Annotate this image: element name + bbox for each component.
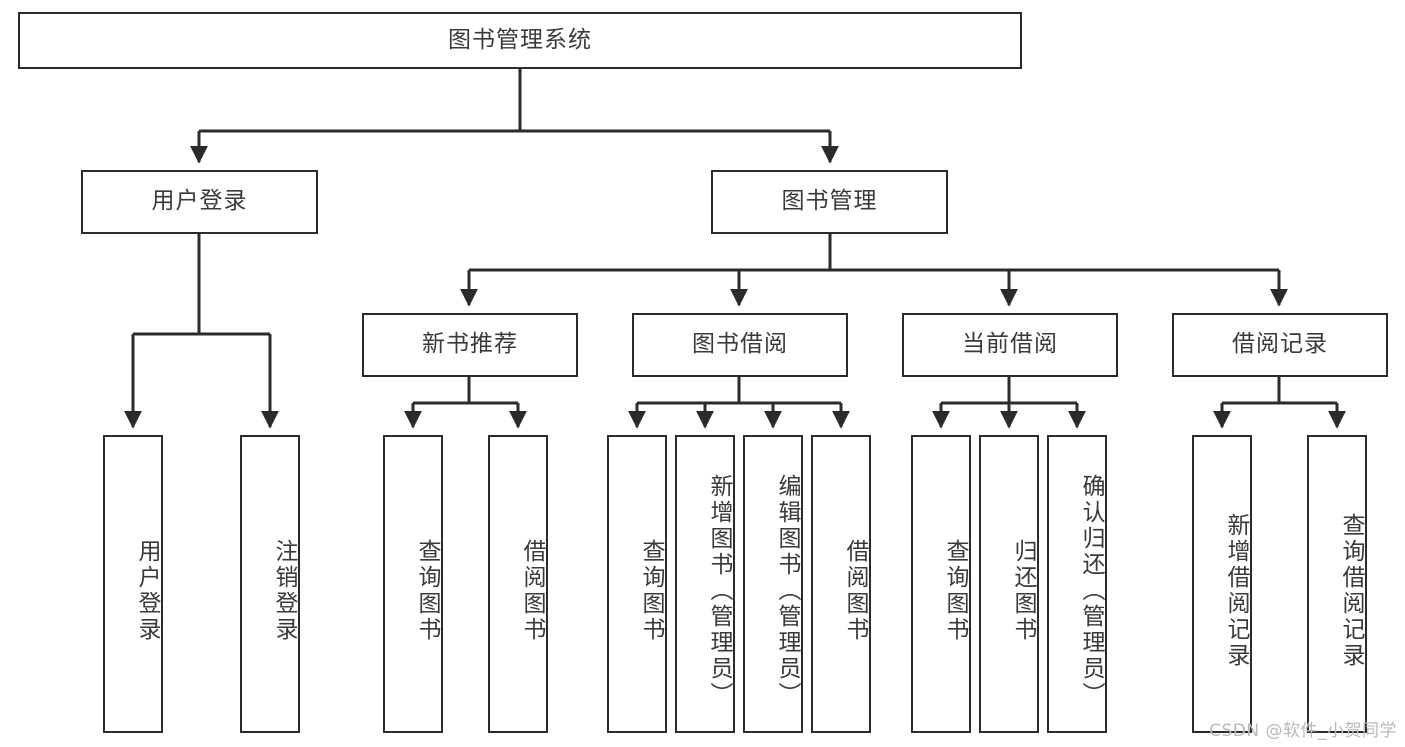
node-leaf-borrow-book[interactable]: 借阅图书 <box>811 435 871 733</box>
node-leaf-query-book-borrow-label: 查询图书 <box>638 539 664 643</box>
node-book-management[interactable]: 图书管理 <box>711 170 948 234</box>
node-user-login-label: 用户登录 <box>151 188 248 215</box>
node-leaf-confirm-return-admin[interactable]: 确认归还（管理员） <box>1047 435 1107 733</box>
node-current-borrow[interactable]: 当前借阅 <box>902 313 1118 377</box>
node-root-book-management-system[interactable]: 图书管理系统 <box>18 12 1022 69</box>
node-book-borrow[interactable]: 图书借阅 <box>632 313 848 377</box>
node-leaf-user-login-label: 用户登录 <box>134 539 160 643</box>
node-new-book-recommend[interactable]: 新书推荐 <box>362 313 578 377</box>
node-borrow-records-label: 借阅记录 <box>1232 331 1328 358</box>
node-current-borrow-label: 当前借阅 <box>962 331 1058 358</box>
node-leaf-confirm-return-admin-label: 确认归还（管理员） <box>1078 474 1104 708</box>
node-leaf-add-book-admin-label: 新增图书（管理员） <box>706 474 732 708</box>
node-leaf-user-login[interactable]: 用户登录 <box>103 435 163 733</box>
node-leaf-add-borrow-record[interactable]: 新增借阅记录 <box>1192 435 1252 733</box>
node-leaf-borrow-book-recommend-label: 借阅图书 <box>519 539 545 643</box>
node-new-book-recommend-label: 新书推荐 <box>422 331 518 358</box>
node-leaf-query-borrow-record-label: 查询借阅记录 <box>1338 513 1364 669</box>
node-leaf-edit-book-admin-label: 编辑图书（管理员） <box>774 474 800 708</box>
node-leaf-edit-book-admin[interactable]: 编辑图书（管理员） <box>743 435 803 733</box>
node-leaf-query-borrow-record[interactable]: 查询借阅记录 <box>1307 435 1367 733</box>
watermark-text: CSDN @软件_小贺同学 <box>1209 721 1397 741</box>
node-leaf-query-book-current[interactable]: 查询图书 <box>911 435 971 733</box>
node-leaf-query-book-recommend[interactable]: 查询图书 <box>383 435 443 733</box>
node-book-borrow-label: 图书借阅 <box>692 331 788 358</box>
node-leaf-query-book-current-label: 查询图书 <box>942 539 968 643</box>
node-leaf-borrow-book-label: 借阅图书 <box>842 539 868 643</box>
node-leaf-logout-label: 注销登录 <box>271 539 297 643</box>
node-leaf-add-book-admin[interactable]: 新增图书（管理员） <box>675 435 735 733</box>
node-root-label: 图书管理系统 <box>448 26 592 53</box>
node-leaf-return-book-label: 归还图书 <box>1010 539 1036 643</box>
node-leaf-query-book-borrow[interactable]: 查询图书 <box>607 435 667 733</box>
node-leaf-return-book[interactable]: 归还图书 <box>979 435 1039 733</box>
node-leaf-borrow-book-recommend[interactable]: 借阅图书 <box>488 435 548 733</box>
node-leaf-logout[interactable]: 注销登录 <box>240 435 300 733</box>
node-borrow-records[interactable]: 借阅记录 <box>1172 313 1388 377</box>
node-leaf-query-book-recommend-label: 查询图书 <box>414 539 440 643</box>
node-book-management-label: 图书管理 <box>781 188 878 215</box>
node-user-login[interactable]: 用户登录 <box>81 170 318 234</box>
node-leaf-add-borrow-record-label: 新增借阅记录 <box>1223 513 1249 669</box>
